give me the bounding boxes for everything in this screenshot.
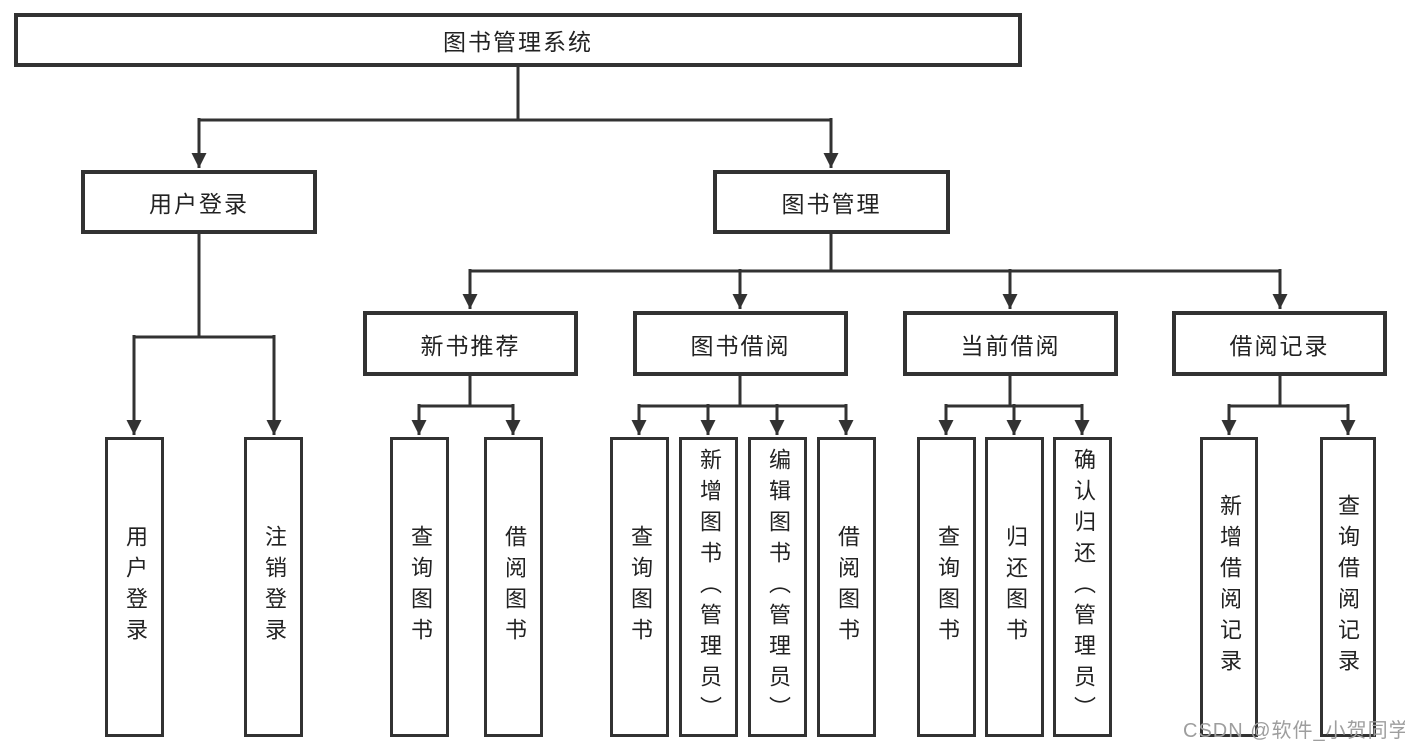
node-book-borrowing: 图书借阅 [633,311,848,376]
leaf-records-add-record: 新增借阅记录 [1200,437,1258,737]
leaf-current-query-books: 查询图书 [917,437,976,737]
leaf-recommend-query-books: 查询图书 [390,437,449,737]
node-new-book-recommendation: 新书推荐 [363,311,578,376]
node-root: 图书管理系统 [14,13,1022,67]
leaf-current-return-books: 归还图书 [985,437,1044,737]
leaf-user-login: 用户登录 [105,437,164,737]
leaf-borrow-edit-books-admin: 编辑图书（管理员） [748,437,807,737]
leaf-borrow-borrow-books: 借阅图书 [817,437,876,737]
leaf-logout: 注销登录 [244,437,303,737]
leaf-records-query-record: 查询借阅记录 [1320,437,1376,737]
leaf-current-confirm-return-admin: 确认归还（管理员） [1053,437,1112,737]
leaf-borrow-add-books-admin: 新增图书（管理员） [679,437,738,737]
node-current-borrowing: 当前借阅 [903,311,1118,376]
leaf-borrow-query-books: 查询图书 [610,437,669,737]
node-book-management: 图书管理 [713,170,950,234]
node-borrowing-records: 借阅记录 [1172,311,1387,376]
leaf-recommend-borrow-books: 借阅图书 [484,437,543,737]
watermark: CSDN @软件_小贺同学 [1183,720,1405,742]
node-user-login: 用户登录 [81,170,317,234]
